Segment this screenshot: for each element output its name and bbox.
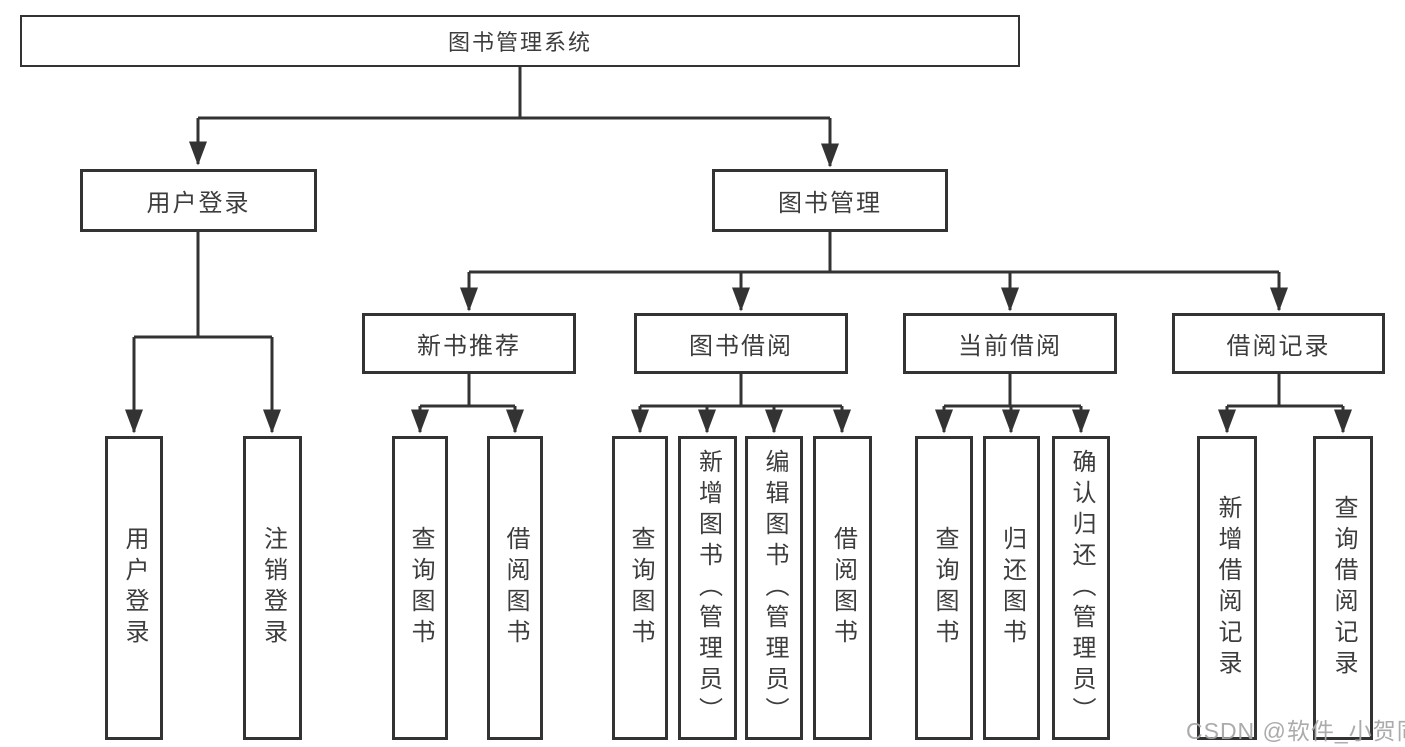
leaf-bb-edit-book-admin: 编辑图书（管理员）	[745, 436, 803, 740]
leaf-nb-query-books: 查询图书	[392, 436, 448, 740]
csdn-watermark: CSDN @软件_小贺同学	[1186, 718, 1405, 744]
node-new-book-recommend: 新书推荐	[362, 313, 576, 374]
leaf-bb-query-books: 查询图书	[612, 436, 668, 740]
leaf-user-login: 用户登录	[105, 436, 163, 740]
leaf-cb-return-books: 归还图书	[983, 436, 1040, 740]
node-book-borrow: 图书借阅	[634, 313, 848, 374]
leaf-br-query-record: 查询借阅记录	[1313, 436, 1373, 740]
node-book-management: 图书管理	[712, 169, 948, 232]
node-root-library-system: 图书管理系统	[20, 15, 1020, 67]
leaf-bb-borrow-books: 借阅图书	[813, 436, 872, 740]
leaf-nb-borrow-books: 借阅图书	[487, 436, 543, 740]
leaf-logout: 注销登录	[243, 436, 302, 740]
leaf-br-add-record: 新增借阅记录	[1197, 436, 1257, 740]
node-current-borrow: 当前借阅	[903, 313, 1117, 374]
leaf-cb-confirm-return-admin: 确认归还（管理员）	[1052, 436, 1110, 740]
node-borrow-records: 借阅记录	[1172, 313, 1385, 374]
leaf-bb-add-book-admin: 新增图书（管理员）	[678, 436, 737, 740]
node-user-login: 用户登录	[80, 169, 317, 232]
leaf-cb-query-books: 查询图书	[915, 436, 973, 740]
